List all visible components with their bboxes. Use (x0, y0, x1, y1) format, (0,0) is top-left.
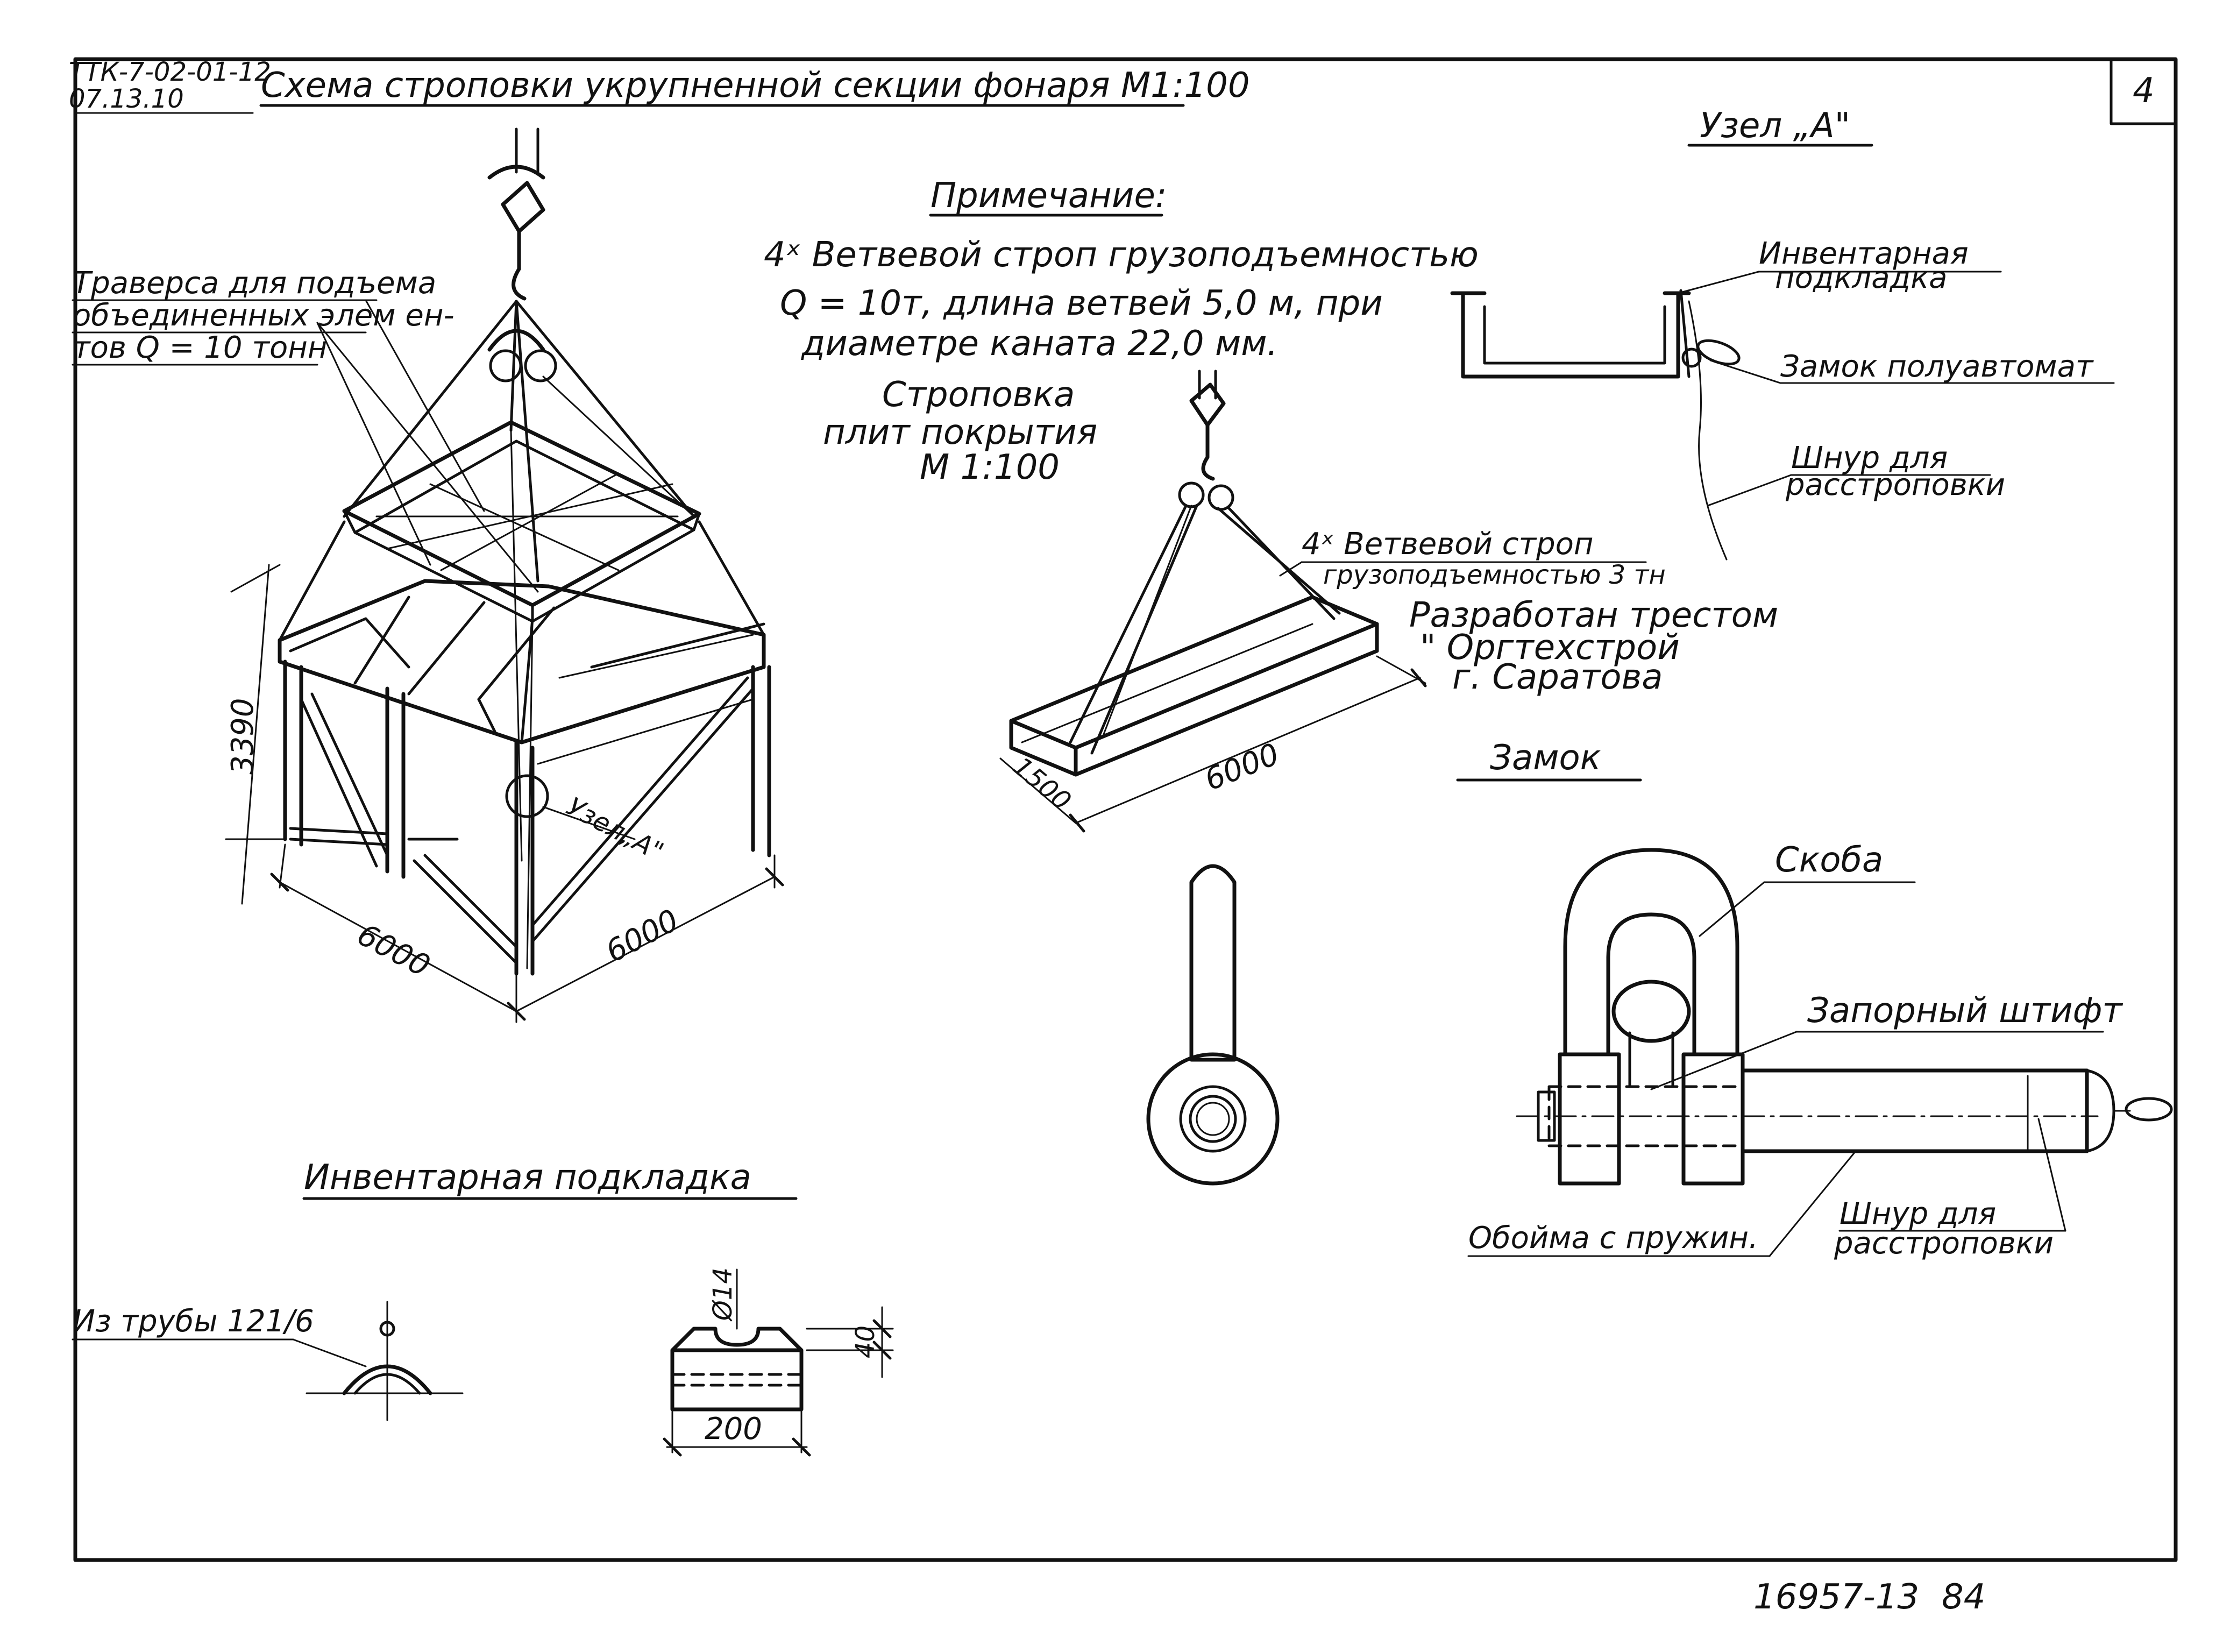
node-a-pad-label-1: Инвентарная (1759, 236, 1969, 271)
title-block: ТТК-7-02-01-12 07.13.10 Схема строповки … (69, 57, 2155, 1617)
slab-plate (1009, 595, 1379, 777)
lock-title: Замок (1490, 738, 1601, 778)
lantern-dimensions: 3390 6000 6000 Узел„А" (225, 564, 784, 1023)
pad-dim-height: 40 (850, 1325, 880, 1358)
lock-pin-label: Запорный штифт (1807, 991, 2123, 1031)
slab-sling-label-line2: грузоподъемностью 3 тн (1323, 560, 1666, 590)
lantern-section-drawing: 3390 6000 6000 Узел„А" Траверса для подъ… (72, 127, 784, 1023)
bottom-code: 16957-13 (1753, 1577, 1919, 1617)
doc-code-line2: 07.13.10 (69, 84, 184, 114)
slab-title-line2: плит покрытия (823, 413, 1097, 452)
developer-line1: Разработан трестом (1409, 595, 1778, 635)
pad-title: Инвентарная подкладка (304, 1158, 751, 1197)
dim-width-right: 6000 (600, 903, 684, 969)
pad-dim-diameter: Ø14 (708, 1267, 738, 1322)
shackle-front-view (1516, 848, 2173, 1186)
node-a-title: Узел „А" (1700, 106, 1850, 146)
node-a-profile (1450, 289, 1741, 561)
developer-block: Разработан трестом " Оргтехстрой г. Сара… (1409, 595, 1778, 697)
node-a-circle (505, 774, 549, 818)
developer-line2: " Оргтехстрой (1420, 628, 1680, 668)
slab-sling-label-line1: 4ˣ Ветвевой строп (1302, 527, 1594, 562)
note-line-1: 4ˣ Ветвевой строп грузоподъемностью (764, 235, 1479, 275)
note-block: Примечание: 4ˣ Ветвевой строп грузоподъе… (764, 176, 1479, 364)
note-title: Примечание: (931, 176, 1167, 216)
traverse-slings (343, 300, 695, 583)
node-a-cord-label-1: Шнур для (1791, 441, 1948, 476)
lantern-body (278, 579, 771, 976)
note-line-2: Q = 10т, длина ветвей 5,0 м, при (780, 283, 1383, 323)
bottom-page: 84 (1942, 1577, 1985, 1617)
traverse-label-line2: объединенных элем ен- (73, 298, 454, 333)
node-a-pad-label-2: подкладка (1775, 260, 1947, 295)
slab-dim-length: 6000 (1200, 736, 1284, 798)
lock-cord-label-1: Шнур для (1840, 1196, 1996, 1231)
slab-title-line3: М 1:100 (920, 448, 1060, 487)
lock-shackle-label: Скоба (1775, 840, 1883, 880)
slab-hook-icon (1178, 370, 1234, 511)
main-title: Схема строповки укрупненной секции фонар… (261, 66, 1250, 105)
pad-front-view: 200 40 Ø14 (663, 1267, 894, 1457)
dim-height: 3390 (225, 698, 260, 775)
sheet-number: 4 (2133, 71, 2155, 111)
lug-side-view (1146, 864, 1280, 1186)
pad-pipe-profile (306, 1301, 464, 1421)
crane-hook-icon (487, 127, 557, 382)
dim-width-left: 6000 (351, 917, 435, 984)
node-a-section: Узел „А" Инвентарная подкладка Замок пол… (1450, 106, 2115, 561)
lock-holder-label: Обойма с пружин. (1468, 1221, 1758, 1256)
doc-code-line1: ТТК-7-02-01-12 (69, 57, 271, 87)
note-line-3: диаметре каната 22,0 мм. (801, 324, 1278, 364)
traverse-label-line1: Траверса для подъема (73, 266, 436, 301)
slab-title-line1: Строповка (882, 375, 1075, 415)
pad-section: Инвентарная подкладка Из трубы 121/6 (72, 1158, 894, 1457)
slab-scheme: Строповка плит покрытия М 1:100 (823, 370, 1666, 833)
node-a-lock-label: Замок полуавтомат (1780, 349, 2094, 384)
traverse-label-line3: тов Q = 10 тонн (73, 330, 327, 365)
traverse-label: Траверса для подъема объединенных элем е… (72, 266, 539, 593)
section-slings (278, 429, 765, 969)
lock-section: Замок (1146, 738, 2173, 1261)
sheet-frame (73, 57, 2178, 1562)
lock-cord-label-2: расстроповки (1834, 1226, 2054, 1261)
developer-line3: г. Саратова (1452, 657, 1663, 697)
pad-pipe-label: Из трубы 121/6 (73, 1304, 314, 1339)
pad-dim-width: 200 (705, 1412, 762, 1447)
node-a-cord-label-2: расстроповки (1785, 467, 2005, 502)
